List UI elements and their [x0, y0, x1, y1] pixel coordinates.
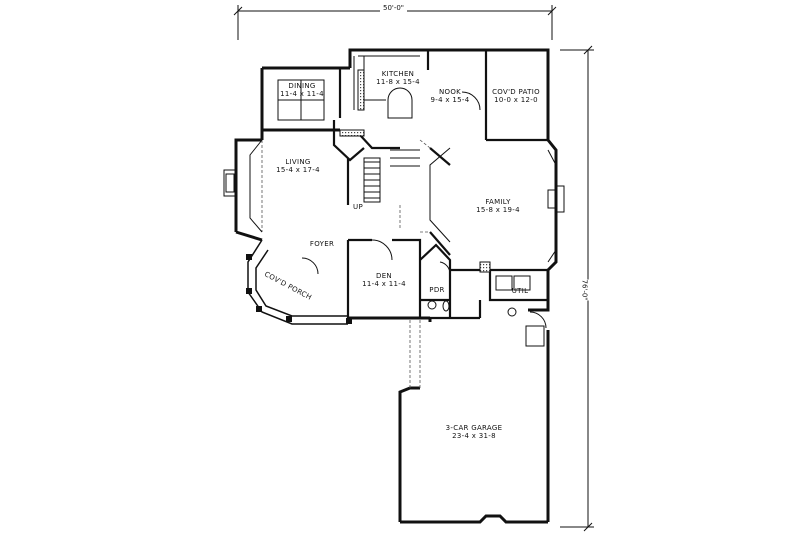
width-dimension-text: 50'-0"	[380, 4, 408, 12]
porch-columns	[246, 254, 352, 324]
hatched-walls	[339, 69, 491, 273]
room-label-util: UTIL	[511, 287, 529, 295]
interior-walls	[332, 50, 548, 320]
stair-up-label: UP	[353, 203, 363, 211]
covered-porch-outline	[247, 239, 348, 325]
detail-lines	[223, 55, 565, 347]
room-label-pdr: PDR	[429, 286, 445, 294]
exterior-walls	[234, 48, 558, 524]
room-boundaries	[261, 139, 431, 388]
depth-dimension-text: 76'-0"	[578, 279, 591, 301]
room-label-foyer: FOYER	[309, 240, 335, 248]
